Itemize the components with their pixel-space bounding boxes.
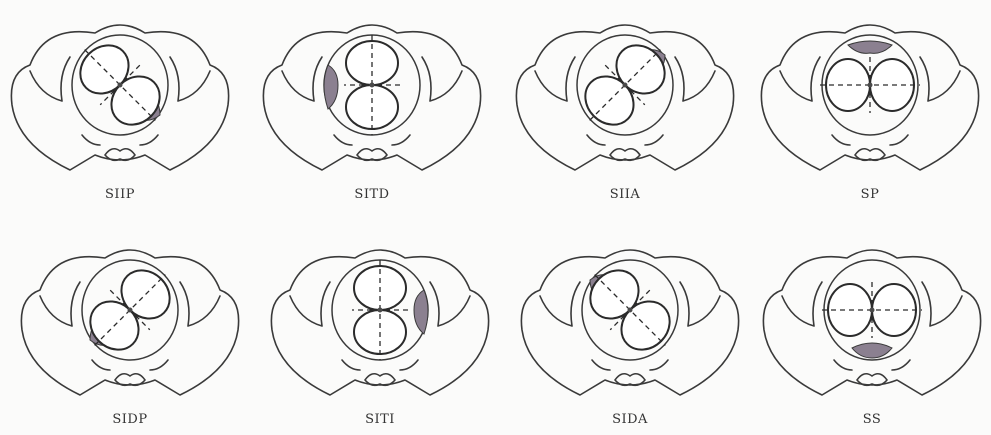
right-iliac-wing-sidp [180, 282, 220, 326]
sacrum-siia [610, 149, 640, 161]
left-ischium-sidp [92, 360, 110, 370]
pelvis-figure-ss [752, 230, 991, 410]
left-ischium-siti [342, 360, 360, 370]
right-iliac-wing-sp [920, 57, 960, 101]
panel-siia: SIIA [505, 5, 745, 205]
fetal-buttocks-sidp [75, 255, 185, 365]
panel-label-sp: SP [750, 187, 990, 202]
fetal-buttocks-siip [65, 30, 175, 140]
left-ischium-siia [587, 135, 605, 145]
shaded-region-sitd [324, 65, 338, 109]
sacrum-sitd [357, 149, 387, 161]
fetal-buttocks-siti [352, 260, 408, 360]
panel-siip: SIIP [0, 5, 240, 205]
center-point-siti [378, 308, 383, 313]
sacrum-sidp [115, 374, 145, 386]
left-iliac-wing-sp [780, 57, 820, 101]
panel-sp: SP [750, 5, 990, 205]
panel-label-sitd: SITD [252, 187, 492, 202]
right-iliac-wing-siti [430, 282, 470, 326]
center-point-sp [868, 83, 873, 88]
pelvis-figure-sidp [10, 230, 250, 410]
right-iliac-wing-sida [680, 282, 720, 326]
center-point-ss [870, 308, 875, 313]
right-ischium-sidp [150, 360, 168, 370]
sacrum-sida [615, 374, 645, 386]
sacrum-sp [855, 149, 885, 161]
sacrum-ss [857, 374, 887, 386]
shaded-region-sp [848, 41, 892, 53]
pelvis-figure-siia [505, 5, 745, 185]
left-ischium-sp [832, 135, 850, 145]
shaded-region-siti [414, 290, 428, 334]
panel-label-siti: SITI [260, 412, 500, 427]
center-point-sitd [370, 83, 375, 88]
left-ischium-sida [592, 360, 610, 370]
left-iliac-wing-sitd [282, 57, 322, 101]
panel-sidp: SIDP [10, 230, 250, 430]
left-iliac-wing-ss [782, 282, 822, 326]
fetal-buttocks-siia [570, 30, 680, 140]
pelvis-figure-siti [260, 230, 500, 410]
fetal-buttocks-sida [575, 255, 685, 365]
left-iliac-wing-siti [290, 282, 330, 326]
panel-ss: SS [752, 230, 991, 430]
panel-label-siip: SIIP [0, 187, 240, 202]
pelvis-figure-sitd [252, 5, 492, 185]
panel-label-sida: SIDA [510, 412, 750, 427]
pelvis-figure-sida [510, 230, 750, 410]
fetal-buttocks-sitd [344, 35, 400, 135]
right-ischium-siti [400, 360, 418, 370]
left-ischium-siip [82, 135, 100, 145]
sacrum-siip [105, 149, 135, 161]
right-ischium-sp [890, 135, 908, 145]
left-iliac-wing-sida [540, 282, 580, 326]
pelvis-figure-sp [750, 5, 990, 185]
left-ischium-sitd [334, 135, 352, 145]
panel-sitd: SITD [252, 5, 492, 205]
left-iliac-wing-siip [30, 57, 70, 101]
panel-label-siia: SIIA [505, 187, 745, 202]
right-ischium-sida [650, 360, 668, 370]
pelvis-figure-siip [0, 5, 240, 185]
left-iliac-wing-siia [535, 57, 575, 101]
left-iliac-wing-sidp [40, 282, 80, 326]
shaded-region-ss [852, 343, 892, 358]
right-iliac-wing-siip [170, 57, 210, 101]
fetal-buttocks-ss [822, 282, 922, 338]
panel-siti: SITI [260, 230, 500, 430]
right-ischium-ss [892, 360, 910, 370]
panel-sida: SIDA [510, 230, 750, 430]
sacrum-siti [365, 374, 395, 386]
panel-label-ss: SS [752, 412, 991, 427]
right-ischium-sitd [392, 135, 410, 145]
right-ischium-siip [140, 135, 158, 145]
left-ischium-ss [834, 360, 852, 370]
fetal-buttocks-sp [820, 57, 920, 113]
right-iliac-wing-siia [675, 57, 715, 101]
right-ischium-siia [645, 135, 663, 145]
right-iliac-wing-ss [922, 282, 962, 326]
panel-label-sidp: SIDP [10, 412, 250, 427]
right-iliac-wing-sitd [422, 57, 462, 101]
